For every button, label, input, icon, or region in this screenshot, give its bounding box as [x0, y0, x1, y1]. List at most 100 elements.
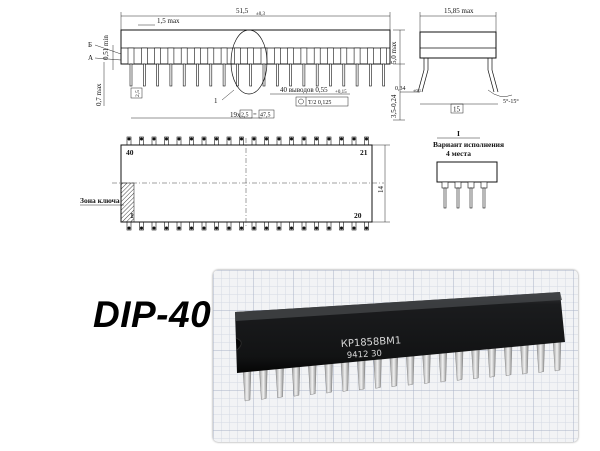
top-pin-lower-dot	[302, 226, 306, 230]
top-pin-lower-dot	[190, 226, 193, 230]
top-pin-lower-dot	[277, 226, 281, 230]
side-pin	[236, 63, 239, 87]
side-pin-shoulder	[180, 47, 188, 65]
side-pin	[329, 63, 332, 87]
top-pin-upper-dot	[290, 137, 293, 141]
dim-475: 47,5	[260, 113, 271, 119]
top-pin-lower-dot	[315, 226, 318, 230]
variant-pin	[482, 187, 486, 209]
top-pin-upper-dot	[140, 137, 143, 141]
top-pin-lower-dot	[215, 226, 218, 230]
side-pin	[302, 63, 306, 87]
top-pin-lower-dot	[252, 226, 256, 230]
dim-width-max: 15,85 max	[444, 7, 474, 15]
side-pin-shoulder	[234, 47, 241, 65]
svg-text:±0,3: ±0,3	[256, 12, 265, 17]
side-pin-shoulder	[327, 47, 334, 65]
chip-pin	[308, 362, 317, 395]
top-pin-upper-dot	[277, 137, 281, 141]
dim-15: 15	[453, 106, 461, 114]
chip-pin	[536, 340, 545, 373]
top-pin-lower-dot	[165, 226, 168, 230]
top-pin-upper-dot	[177, 137, 181, 141]
top-pin-upper-dot	[215, 137, 218, 141]
pin-20-label: 20	[354, 211, 362, 220]
side-pin	[289, 63, 292, 87]
top-pin-lower-dot	[140, 226, 143, 230]
dim-pins: 40 выводов 0,55	[280, 86, 328, 94]
side-pin-shoulder	[340, 47, 348, 65]
side-pin-shoulder	[194, 47, 201, 65]
top-pin-upper-dot	[190, 137, 193, 141]
side-pin	[129, 63, 133, 87]
chip-photo: КР1858ВМ1 9412 30	[213, 270, 578, 442]
side-pin	[262, 63, 266, 87]
top-pin-lower-dot	[177, 226, 181, 230]
top-pin-upper-dot	[252, 137, 256, 141]
chip-pin	[340, 359, 350, 392]
dim-a: А	[88, 54, 93, 62]
top-pin-upper-dot	[365, 137, 368, 141]
dim-051: 0,51 min	[102, 35, 110, 60]
top-pin-lower-dot	[365, 226, 368, 230]
dim-b: Б	[88, 41, 92, 49]
side-pin-shoulder	[247, 47, 254, 65]
chip-pin	[389, 354, 399, 388]
chip-pin	[503, 343, 513, 376]
variant-pin-shoulder	[454, 181, 462, 189]
side-pin-shoulder	[207, 47, 215, 65]
side-pin-shoulder	[380, 47, 388, 65]
chip-pin	[291, 364, 301, 397]
side-pin-shoulder	[127, 47, 135, 65]
top-pin-lower-dot	[127, 226, 131, 230]
end-view: 15,85 max 0,34 ±0,1 15 5°-15°	[395, 7, 519, 114]
variant-sub: 4 места	[446, 149, 471, 158]
top-pin-upper-dot	[340, 137, 343, 141]
dim-35: 3,5-0,24	[390, 94, 398, 118]
top-pin-upper-dot	[352, 137, 356, 141]
top-pin-lower-dot	[290, 226, 293, 230]
top-pin-upper-dot	[315, 137, 318, 141]
top-pin-lower-dot	[202, 226, 206, 230]
side-pin	[196, 63, 199, 87]
variant-pin-shoulder	[467, 181, 475, 189]
top-pin-lower-dot	[340, 226, 343, 230]
variant-pin	[443, 187, 447, 209]
variant-pin	[469, 187, 473, 209]
dim-19x: 19x	[230, 111, 241, 119]
chip-image: КР1858ВМ1 9412 30	[235, 292, 565, 402]
side-pin-shoulder	[313, 47, 321, 65]
callout-1: 1	[214, 97, 218, 105]
top-pin-upper-dot	[152, 137, 156, 141]
side-pin	[156, 63, 159, 87]
svg-text:±0,1: ±0,1	[413, 88, 421, 94]
package-title: DIP-40	[93, 294, 212, 335]
chip-pin	[438, 349, 447, 383]
chip-marking-line2: 9412 30	[347, 349, 383, 361]
svg-text:+0,15: +0,15	[335, 90, 347, 95]
dim-angle: 5°-15°	[503, 98, 519, 105]
top-pin-upper-dot	[265, 137, 268, 141]
chip-pin	[552, 338, 562, 372]
chip-pin	[373, 356, 382, 389]
variant-num: I	[457, 129, 460, 138]
side-pin-shoulder	[220, 47, 228, 65]
pin-21-label: 21	[360, 148, 368, 157]
top-pin-upper-dot	[240, 137, 243, 141]
dim-25: 2,5	[135, 90, 141, 97]
side-pin-shoulder	[154, 47, 161, 65]
side-pin	[222, 63, 226, 87]
chip-pin	[242, 368, 252, 402]
side-pin	[382, 63, 386, 87]
side-pin-shoulder	[353, 47, 361, 65]
pin-1-label: 1	[130, 211, 134, 220]
top-pin-lower-dot	[152, 226, 156, 230]
side-pin	[369, 63, 372, 87]
top-pin-lower-dot	[265, 226, 268, 230]
side-pin-shoulder	[141, 47, 148, 65]
side-pin	[249, 63, 252, 87]
top-pin-lower-dot	[327, 226, 331, 230]
top-pin-lower-dot	[352, 226, 356, 230]
chip-pin	[487, 345, 496, 378]
